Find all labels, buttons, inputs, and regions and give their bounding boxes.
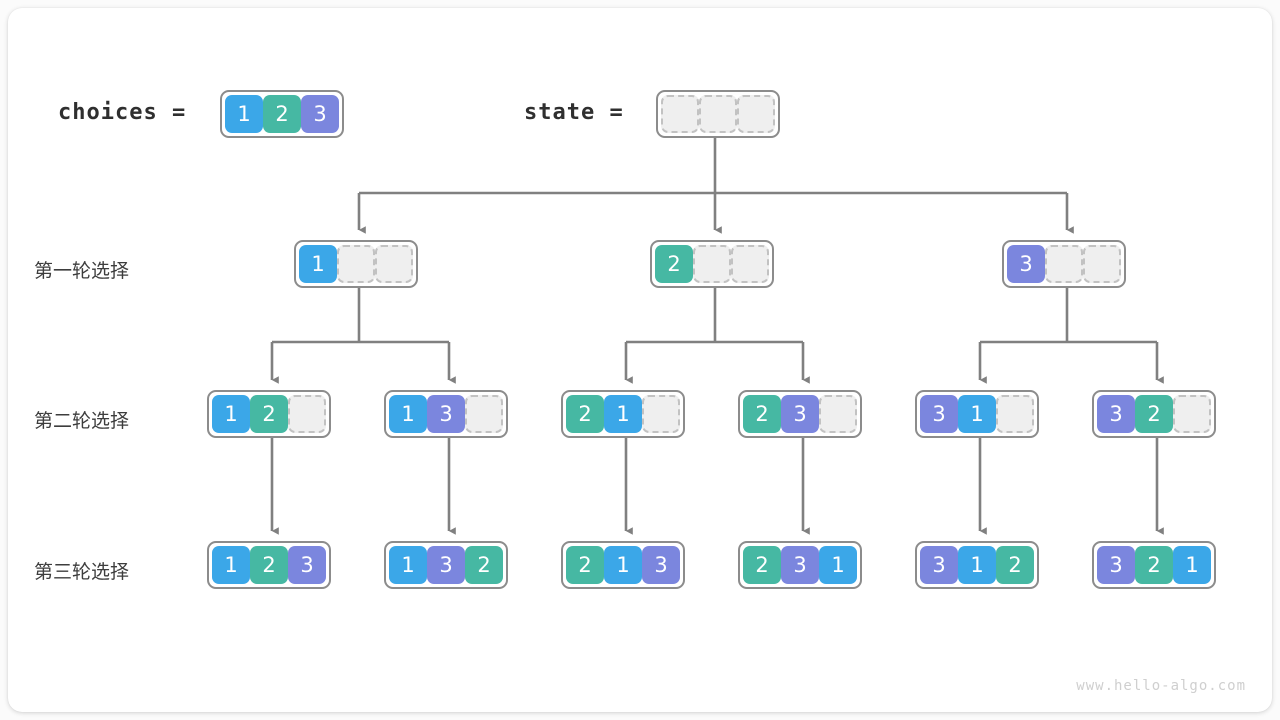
tree-node-l3-3-cell-3: 3 (642, 546, 680, 584)
tree-node-l2-5-cell-1: 1 (958, 395, 996, 433)
tree-node-l3-3-cell-2: 2 (566, 546, 604, 584)
tree-node-l1-2-cell-2: 2 (655, 245, 693, 283)
row-label-round-1: 第一轮选择 (34, 260, 130, 282)
state-cell-empty (737, 95, 775, 133)
tree-node-l2-4-cell-2: 2 (743, 395, 781, 433)
tree-node-l1-3-cell-empty (1083, 245, 1121, 283)
tree-node-l1-1-cell-1: 1 (299, 245, 337, 283)
choices-cell-2: 2 (263, 95, 301, 133)
tree-node-l2-1-cell-2: 2 (250, 395, 288, 433)
tree-node-l1-2-cell-empty (731, 245, 769, 283)
tree-node-l3-5-cell-2: 2 (996, 546, 1034, 584)
tree-node-l3-4-cell-3: 3 (781, 546, 819, 584)
tree-node-l2-6-cell-2: 2 (1135, 395, 1173, 433)
tree-node-l2-5-cell-3: 3 (920, 395, 958, 433)
tree-node-l3-4-cell-2: 2 (743, 546, 781, 584)
watermark: www.hello-algo.com (1076, 678, 1246, 694)
tree-node-l3-1-cell-1: 1 (212, 546, 250, 584)
tree-node-l3-6-cell-3: 3 (1097, 546, 1135, 584)
tree-node-l2-6-cell-empty (1173, 395, 1211, 433)
tree-node-l2-3-cell-2: 2 (566, 395, 604, 433)
tree-node-l2-4-cell-empty (819, 395, 857, 433)
tree-node-l2-3-cell-1: 1 (604, 395, 642, 433)
choices-label: choices = (58, 100, 187, 125)
tree-node-l1-3-cell-3: 3 (1007, 245, 1045, 283)
tree-node-l3-2-cell-2: 2 (465, 546, 503, 584)
tree-node-l3-5-cell-1: 1 (958, 546, 996, 584)
tree-node-l3-4-cell-1: 1 (819, 546, 857, 584)
state-cell-empty (699, 95, 737, 133)
choices-cell-3: 3 (301, 95, 339, 133)
row-label-round-3: 第三轮选择 (34, 561, 130, 583)
tree-node-l2-1-cell-1: 1 (212, 395, 250, 433)
tree-node-l3-2-cell-1: 1 (389, 546, 427, 584)
tree-node-l1-2: 2 (650, 240, 774, 288)
tree-node-l3-6-cell-1: 1 (1173, 546, 1211, 584)
tree-node-l3-2-cell-3: 3 (427, 546, 465, 584)
tree-node-l3-1-cell-3: 3 (288, 546, 326, 584)
tree-node-l2-2-cell-1: 1 (389, 395, 427, 433)
tree-node-l2-2-cell-empty (465, 395, 503, 433)
tree-node-l3-3-cell-1: 1 (604, 546, 642, 584)
tree-node-l1-2-cell-empty (693, 245, 731, 283)
tree-node-l1-1-cell-empty (337, 245, 375, 283)
tree-node-l1-3: 3 (1002, 240, 1126, 288)
tree-node-l3-1-cell-2: 2 (250, 546, 288, 584)
tree-node-l2-1-cell-empty (288, 395, 326, 433)
state-array (656, 90, 780, 138)
row-label-round-2: 第二轮选择 (34, 410, 130, 432)
tree-connectors (270, 136, 1164, 535)
tree-node-l1-1-cell-empty (375, 245, 413, 283)
tree-node-l1-1: 1 (294, 240, 418, 288)
tree-node-l2-2-cell-3: 3 (427, 395, 465, 433)
tree-node-l2-6-cell-3: 3 (1097, 395, 1135, 433)
tree-node-l3-5-cell-3: 3 (920, 546, 958, 584)
tree-node-l3-6-cell-2: 2 (1135, 546, 1173, 584)
tree-node-l1-3-cell-empty (1045, 245, 1083, 283)
choices-cell-1: 1 (225, 95, 263, 133)
tree-node-l2-4-cell-3: 3 (781, 395, 819, 433)
tree-node-l2-3-cell-empty (642, 395, 680, 433)
tree-node-l2-5-cell-empty (996, 395, 1034, 433)
state-label: state = (524, 100, 624, 125)
state-cell-empty (661, 95, 699, 133)
